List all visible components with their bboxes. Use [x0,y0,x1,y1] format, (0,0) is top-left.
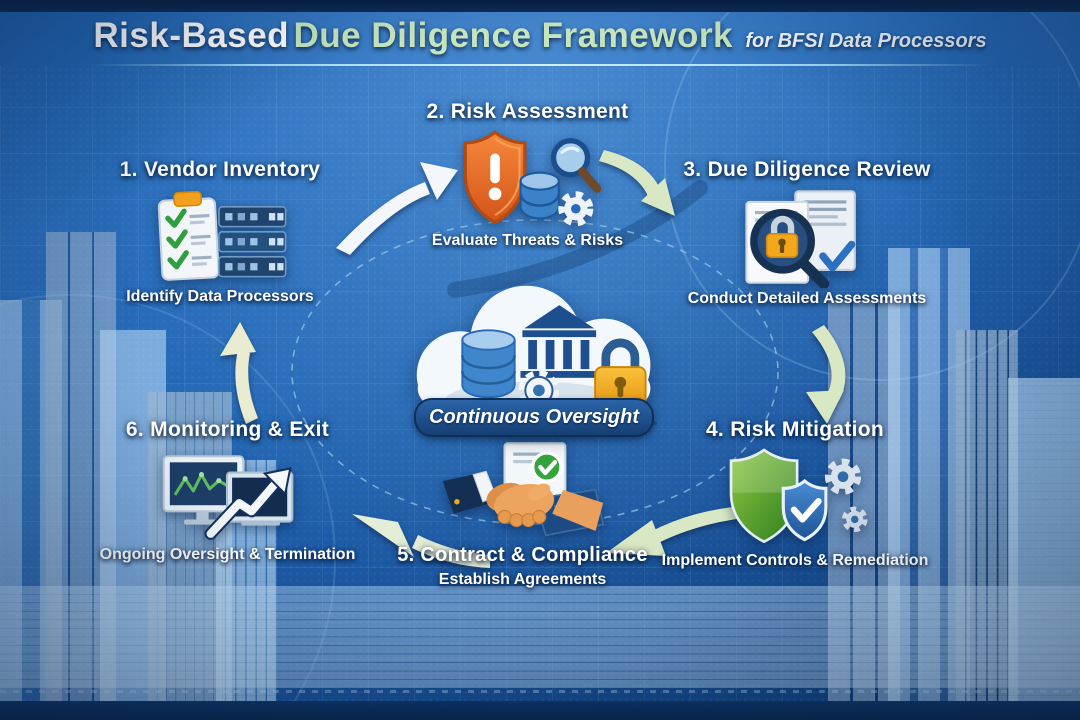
step-4-risk-mitigation: 4. Risk Mitigation Implement Controls & [660,418,930,570]
handshake-icon [442,470,603,531]
database-icon [461,329,516,399]
step-3-caption: Conduct Detailed Assessments [687,290,927,307]
padlock-icon [594,338,647,408]
step-6-caption: Ongoing Oversight & Termination [99,546,356,563]
gear-icon [841,506,868,533]
monitors-trend-arrow-icon [162,455,293,540]
title-part-2: Due Diligence Framework [293,16,733,55]
clipboard-checklist-and-servers-icon [157,190,287,281]
bottom-dashed-line [0,690,1080,693]
step-1-title: 1. Vendor Inventory [119,158,321,181]
shields-check-gears-icon [729,448,868,544]
documents-magnifier-lock-icon [745,190,856,288]
step-5-caption: Establish Agreements [438,571,607,588]
step-2-risk-assessment: 2. Risk Assessment [395,100,660,250]
handshake-contract-envelope-icon [442,442,604,537]
step-2-caption: Evaluate Threats & Risks [431,232,624,249]
blue-check-shield-icon [781,478,828,542]
gear-icon [518,370,560,411]
step-1-vendor-inventory: 1. Vendor Inventory [95,158,345,306]
city-window-band [0,586,1080,688]
banner-label: Continuous Oversight [429,406,639,428]
growth-arrow-icon [204,467,292,540]
title-part-3: for BFSI Data Processors [745,30,987,52]
database-icon [518,171,560,220]
building-silhouette [0,300,62,720]
magnifier-icon [550,138,601,193]
building-silhouette [956,330,1018,720]
server-stack-icon [218,206,287,278]
green-shield-icon [729,448,799,544]
gear-icon [557,191,593,227]
building-silhouette [46,232,116,720]
step-5-title: 5. Contract & Compliance [397,544,648,566]
clipboard-icon [157,190,220,281]
step-2-title: 2. Risk Assessment [426,100,629,123]
step-3-title: 3. Due Diligence Review [683,158,931,181]
green-check-badge-icon [530,451,563,483]
alert-shield-database-magnifier-icon [463,130,601,227]
title-part-1: Risk-Based [93,16,290,55]
magnifier-lock-icon [750,208,830,288]
step-4-title: 4. Risk Mitigation [705,418,885,441]
step-6-monitoring-exit: 6. Monitoring & Exit Ongoing Oversig [95,418,360,564]
contract-document-icon [502,442,566,501]
blue-checkmark-icon [819,240,856,272]
bank-icon [520,305,599,378]
step-5-contract-compliance: 5. Contract & Compliance Establish Agree… [395,440,650,589]
title-underline [90,64,990,66]
alert-shield-icon [463,130,526,225]
step-3-due-diligence-review: 3. Due Diligence Review [672,158,942,308]
step-6-title: 6. Monitoring & Exit [125,418,330,441]
monitor-chart-icon [162,455,244,525]
continuous-oversight-banner: Continuous Oversight [414,398,654,437]
building-silhouette [1008,378,1080,720]
step-1-caption: Identify Data Processors [126,288,314,305]
top-border-strip [0,0,1080,12]
page-title: Risk-Based Due Diligence Framework for B… [0,16,1080,56]
bottom-border-strip [0,701,1080,720]
gear-icon [824,458,862,495]
step-4-caption: Implement Controls & Remediation [661,552,929,569]
